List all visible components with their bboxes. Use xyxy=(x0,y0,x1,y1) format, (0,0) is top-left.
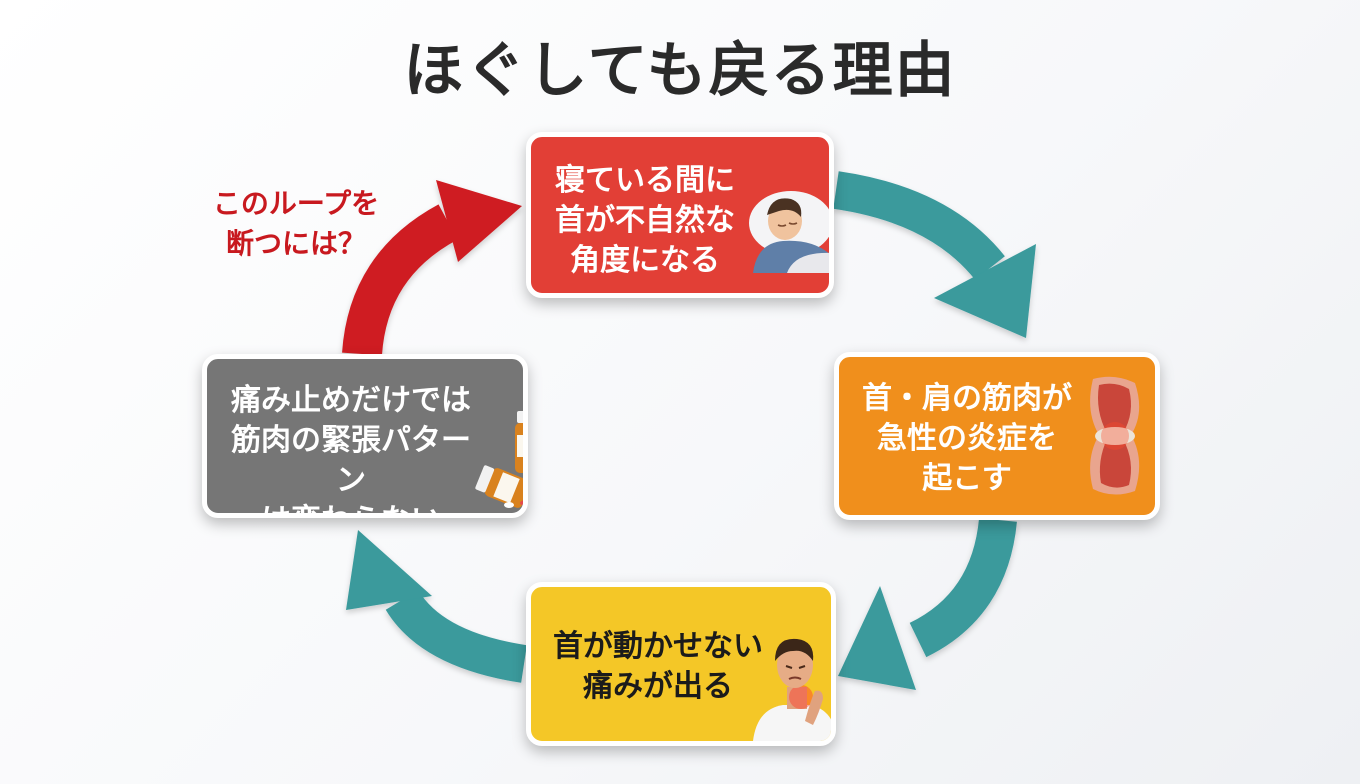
arrow-break-the-loop xyxy=(342,180,522,356)
step-box-painkiller-limit: 痛み止めだけでは 筋肉の緊張パターン は変わらない xyxy=(202,354,528,518)
break-loop-callout: このループを 断つには？ xyxy=(212,187,380,260)
arrow-inflammation-to-pain xyxy=(838,517,1017,690)
step-box-muscle-inflammation: 首・肩の筋肉が 急性の炎症を 起こす xyxy=(834,352,1160,520)
step-text-painkiller-limit: 痛み止めだけでは 筋肉の緊張パターン は変わらない xyxy=(231,383,471,513)
page-title: ほぐしても戻る理由 xyxy=(403,36,957,106)
inflamed-muscle-icon xyxy=(1090,376,1140,495)
arrow-sleep-to-inflammation xyxy=(833,171,1036,338)
step-box-neck-pain: 首が動かせない 痛みが出る xyxy=(526,582,836,746)
arrow-pain-to-painkiller xyxy=(346,530,528,683)
sleeping-person-icon xyxy=(749,191,829,273)
step-text-sleep-angle: 寝ている間に 首が不自然な 角度になる xyxy=(555,163,735,278)
step-text-neck-pain: 首が動かせない 痛みが出る xyxy=(553,629,763,704)
neck-pain-person-icon xyxy=(753,638,831,741)
step-text-muscle-inflammation: 首・肩の筋肉が 急性の炎症を 起こす xyxy=(862,381,1072,496)
pill-bottles-icon xyxy=(475,411,523,508)
step-box-sleep-angle: 寝ている間に 首が不自然な 角度になる xyxy=(526,132,834,298)
